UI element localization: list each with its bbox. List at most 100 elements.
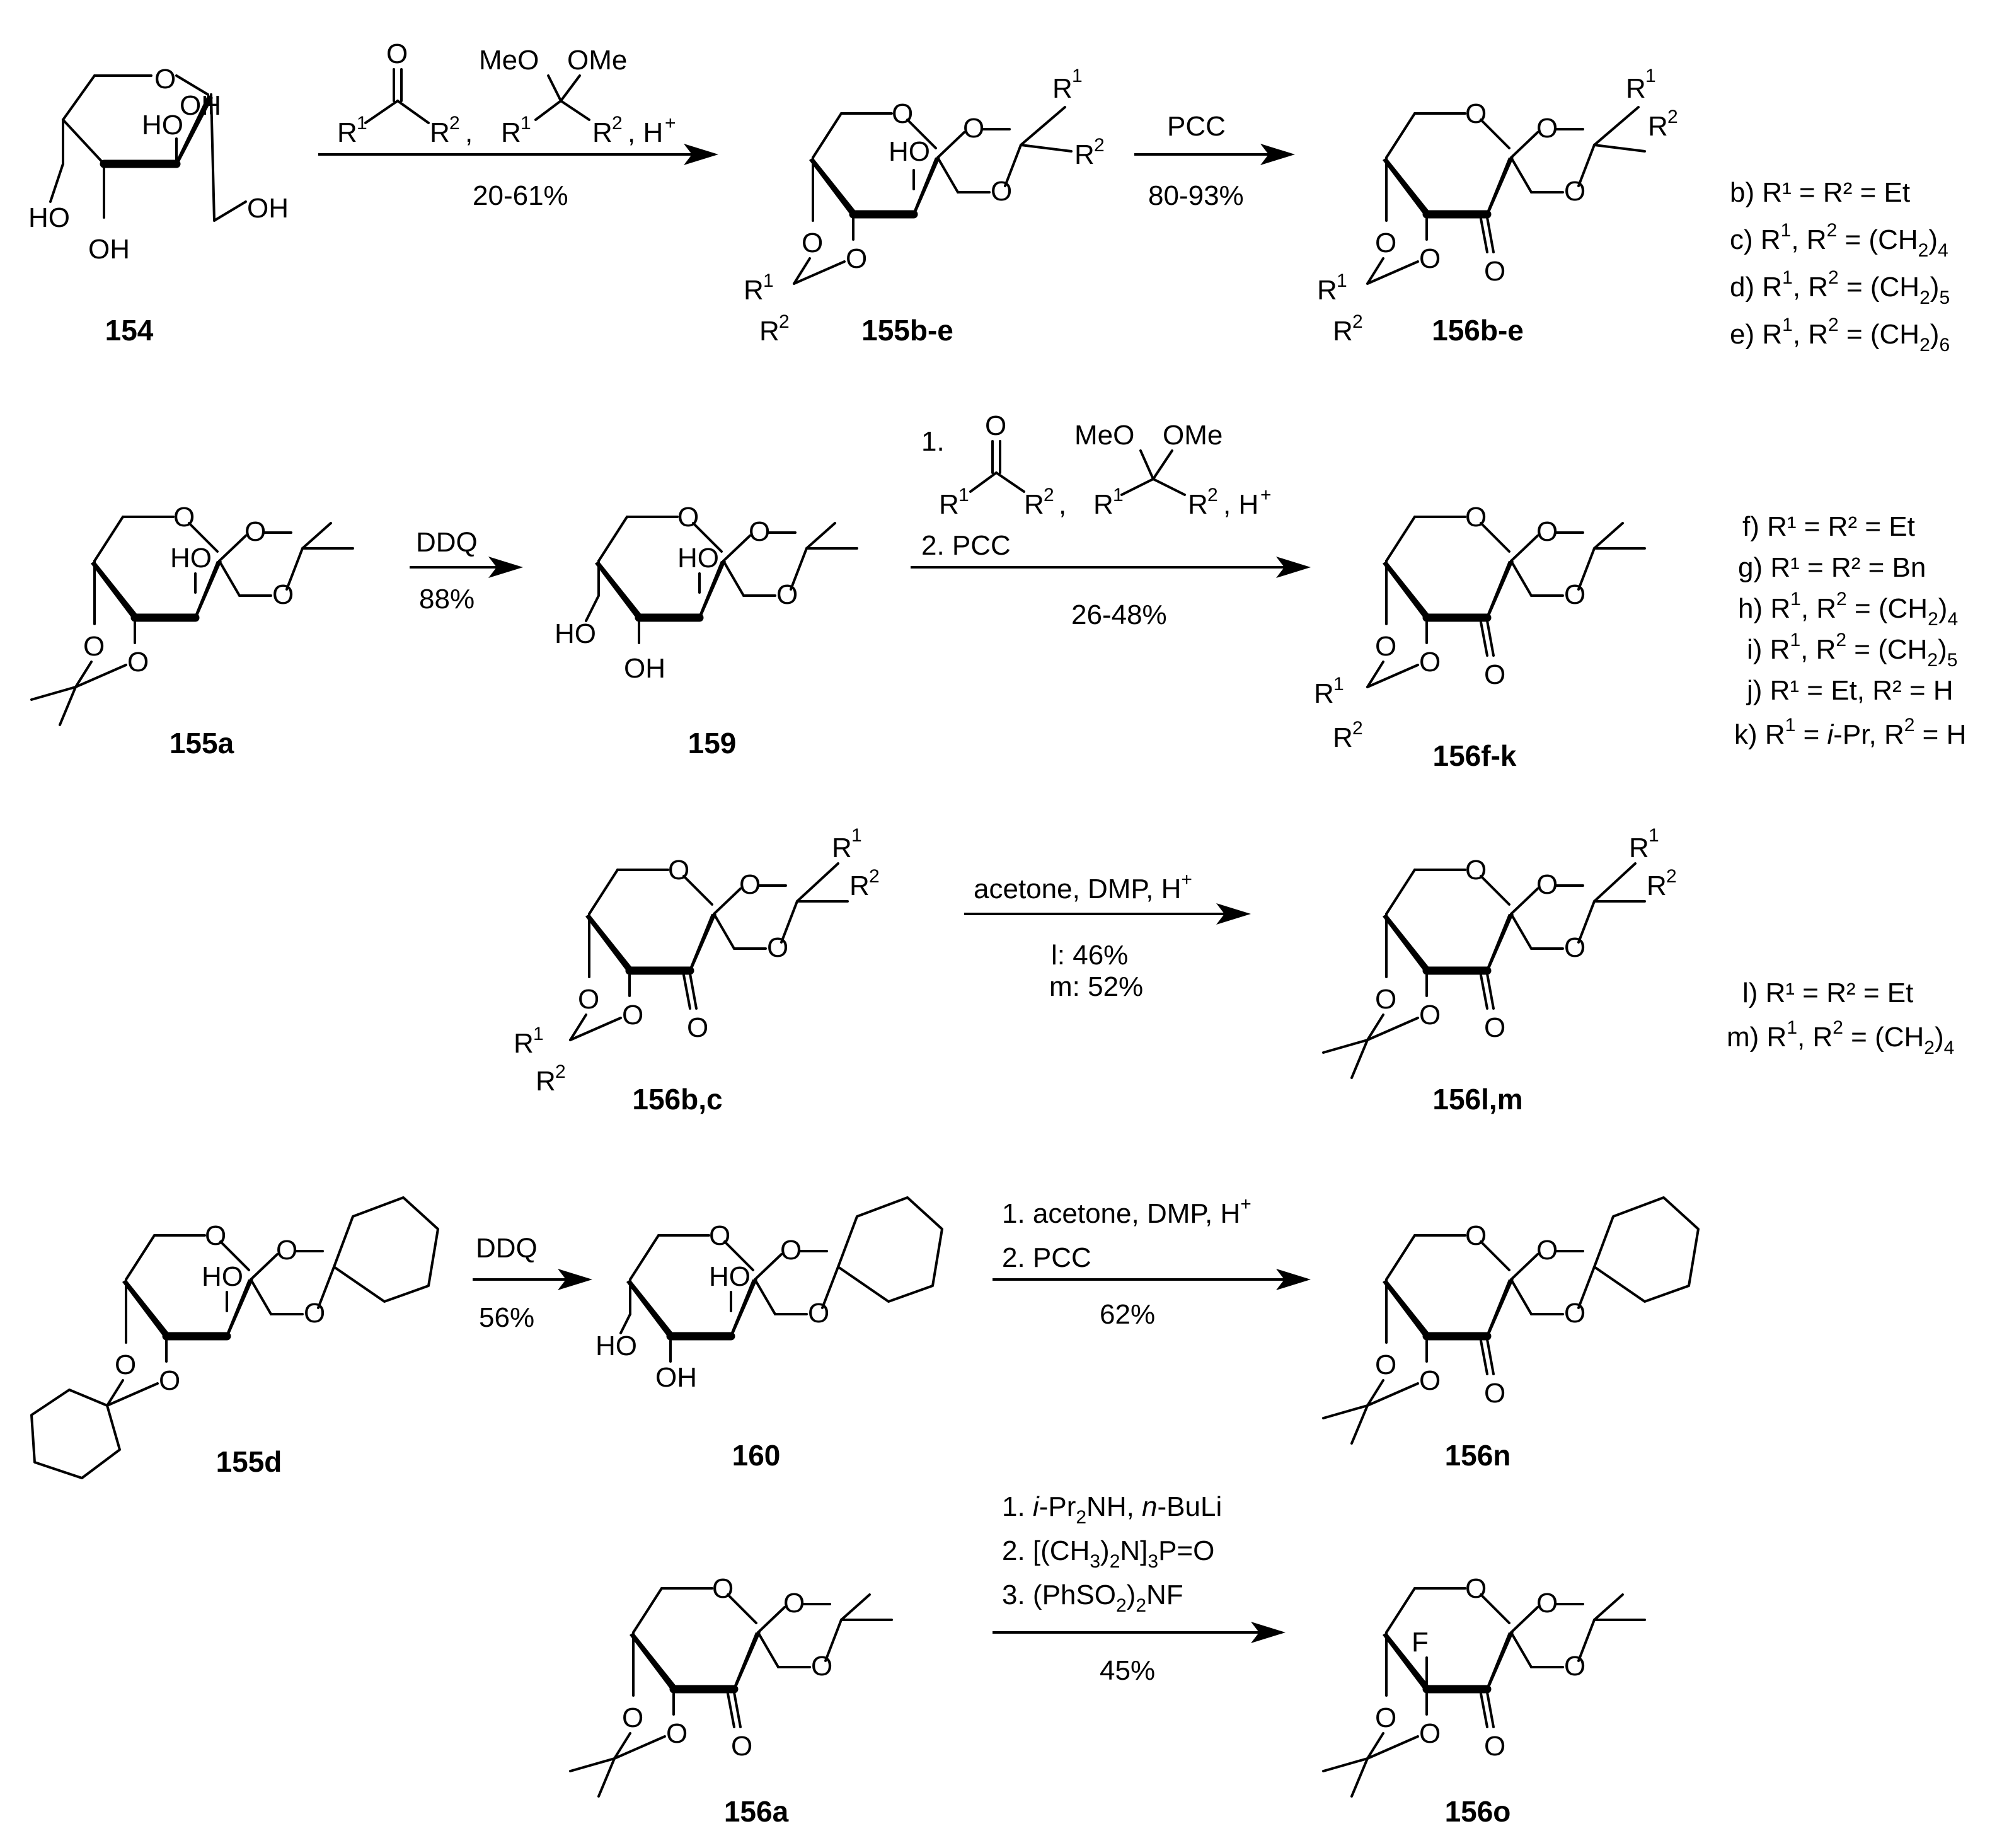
reaction-arrow-8: 1. i-Pr2NH, n-BuLi 2. [(CH3)2N]3P=O 3. (… bbox=[993, 1491, 1286, 1686]
reaction-8-step-3: 3. (PhSO bbox=[1002, 1579, 1116, 1610]
legend-b-e: b) R¹ = R² = Et c) R1, R2 = (CH2)4 d) R1… bbox=[1730, 177, 1950, 355]
svg-text:R: R bbox=[832, 833, 852, 863]
svg-text:R: R bbox=[592, 117, 613, 148]
svg-text:MeO: MeO bbox=[1074, 420, 1134, 451]
svg-text:2: 2 bbox=[555, 1061, 566, 1082]
svg-text:2: 2 bbox=[1207, 485, 1218, 505]
svg-text:MeO: MeO bbox=[479, 45, 539, 76]
svg-text:R: R bbox=[744, 275, 764, 306]
svg-text:HO: HO bbox=[555, 618, 596, 649]
svg-text:1: 1 bbox=[1337, 270, 1347, 291]
svg-text:i) R1, R2 = (CH2)5: i) R1, R2 = (CH2)5 bbox=[1747, 630, 1957, 671]
svg-text:, H: , H bbox=[1223, 489, 1258, 520]
svg-text:R: R bbox=[1333, 722, 1353, 753]
compound-label-156f-k: 156f-k bbox=[1433, 739, 1517, 772]
structure-155d: HO bbox=[30, 1196, 439, 1479]
svg-text:R: R bbox=[337, 117, 357, 148]
reaction-5-reagent: acetone, DMP, H bbox=[974, 874, 1181, 904]
svg-text:,: , bbox=[1059, 489, 1066, 520]
legend-b: b) R¹ = R² = Et bbox=[1730, 177, 1910, 208]
compound-label-155a: 155a bbox=[170, 727, 234, 759]
svg-text:OMe: OMe bbox=[567, 45, 627, 76]
legend-l: l) R¹ = R² = Et bbox=[1742, 978, 1913, 1008]
svg-text:+: + bbox=[1260, 485, 1272, 505]
svg-text:2: 2 bbox=[612, 113, 623, 134]
svg-text:O: O bbox=[154, 64, 176, 95]
svg-text:R: R bbox=[759, 316, 780, 347]
svg-text:HO: HO bbox=[202, 1261, 243, 1292]
svg-text:2: 2 bbox=[1352, 718, 1363, 739]
compound-label-154: 154 bbox=[105, 314, 154, 347]
svg-text:1: 1 bbox=[521, 113, 531, 134]
svg-text:OMe: OMe bbox=[1163, 420, 1223, 451]
svg-text:,: , bbox=[465, 117, 473, 148]
svg-text:HO: HO bbox=[889, 136, 930, 167]
svg-text:2: 2 bbox=[1094, 135, 1105, 156]
reaction-3-yield: 88% bbox=[419, 584, 475, 615]
structure-156a bbox=[569, 1573, 893, 1798]
svg-text:HO: HO bbox=[677, 543, 719, 574]
svg-text:1: 1 bbox=[958, 485, 969, 505]
structure-154: O OH HO OH HO OH bbox=[28, 64, 289, 265]
svg-text:h) R1, R2 = (CH2)4: h) R1, R2 = (CH2)4 bbox=[1738, 589, 1958, 630]
svg-text:acetone, DMP, H+: acetone, DMP, H+ bbox=[974, 869, 1192, 904]
svg-text:OH: OH bbox=[88, 234, 130, 265]
reaction-3-reagent: DDQ bbox=[416, 527, 478, 558]
svg-text:R: R bbox=[1647, 870, 1667, 901]
svg-text:k) R1 = i-Pr, R2 = H: k) R1 = i-Pr, R2 = H bbox=[1734, 715, 1966, 750]
reaction-4-yield: 26-48% bbox=[1071, 599, 1167, 630]
svg-text:R: R bbox=[430, 117, 450, 148]
compound-label-156a: 156a bbox=[724, 1795, 789, 1828]
svg-text:1: 1 bbox=[1645, 66, 1656, 86]
svg-text:2: 2 bbox=[779, 311, 790, 332]
compound-label-156l-m: 156l,m bbox=[1432, 1083, 1522, 1116]
reaction-4-step-1: 1. bbox=[921, 426, 945, 457]
svg-text:+: + bbox=[665, 113, 676, 134]
svg-text:R: R bbox=[1074, 139, 1095, 170]
reaction-arrow-7: 1. acetone, DMP, H+ 2. PCC 62% bbox=[993, 1194, 1311, 1330]
reaction-4-step-2: 2. PCC bbox=[921, 530, 1011, 561]
svg-text:F: F bbox=[1412, 1627, 1429, 1658]
svg-text:OH: OH bbox=[624, 653, 665, 684]
structure-156n bbox=[1322, 1196, 1700, 1445]
compound-label-156b-c: 156b,c bbox=[632, 1083, 722, 1116]
svg-text:O: O bbox=[985, 410, 1006, 441]
reaction-7-step-1: 1. acetone, DMP, H bbox=[1002, 1198, 1240, 1229]
svg-text:R: R bbox=[939, 489, 959, 520]
reaction-7-yield: 62% bbox=[1100, 1299, 1155, 1330]
svg-text:1: 1 bbox=[357, 113, 367, 134]
svg-text:R: R bbox=[1024, 489, 1044, 520]
reaction-1-yield: 20-61% bbox=[473, 180, 568, 211]
svg-text:1: 1 bbox=[851, 825, 862, 846]
compound-label-155d: 155d bbox=[216, 1445, 282, 1478]
reaction-8-yield: 45% bbox=[1100, 1655, 1155, 1686]
svg-text:1: 1 bbox=[1072, 66, 1083, 86]
svg-text:R: R bbox=[1629, 833, 1649, 863]
svg-text:e) R1, R2 = (CH2)6: e) R1, R2 = (CH2)6 bbox=[1730, 315, 1950, 355]
svg-text:OH: OH bbox=[247, 193, 289, 224]
svg-text:1: 1 bbox=[763, 270, 774, 291]
svg-text:R: R bbox=[514, 1028, 534, 1059]
svg-text:d) R1, R2 = (CH2)5: d) R1, R2 = (CH2)5 bbox=[1730, 267, 1950, 308]
svg-text:2: 2 bbox=[449, 113, 460, 134]
reaction-arrow-6: DDQ 56% bbox=[473, 1233, 592, 1333]
structure-159: HO HO OH bbox=[555, 502, 858, 684]
compound-label-156b-e: 156b-e bbox=[1432, 314, 1524, 347]
svg-text:HO: HO bbox=[170, 543, 212, 574]
svg-text:1. i-Pr2NH, n-BuLi: 1. i-Pr2NH, n-BuLi bbox=[1002, 1491, 1222, 1528]
svg-text:R: R bbox=[501, 117, 521, 148]
svg-text:HO: HO bbox=[28, 202, 70, 233]
reaction-6-reagent: DDQ bbox=[476, 1233, 538, 1264]
svg-text:OH: OH bbox=[655, 1362, 697, 1393]
svg-text:HO: HO bbox=[596, 1331, 637, 1361]
svg-text:HO: HO bbox=[709, 1261, 751, 1292]
reaction-5-yield-m: m: 52% bbox=[1049, 971, 1143, 1002]
reaction-arrow-3: DDQ 88% bbox=[410, 527, 523, 615]
svg-text:2: 2 bbox=[1044, 485, 1054, 505]
svg-text:R: R bbox=[1333, 316, 1353, 347]
